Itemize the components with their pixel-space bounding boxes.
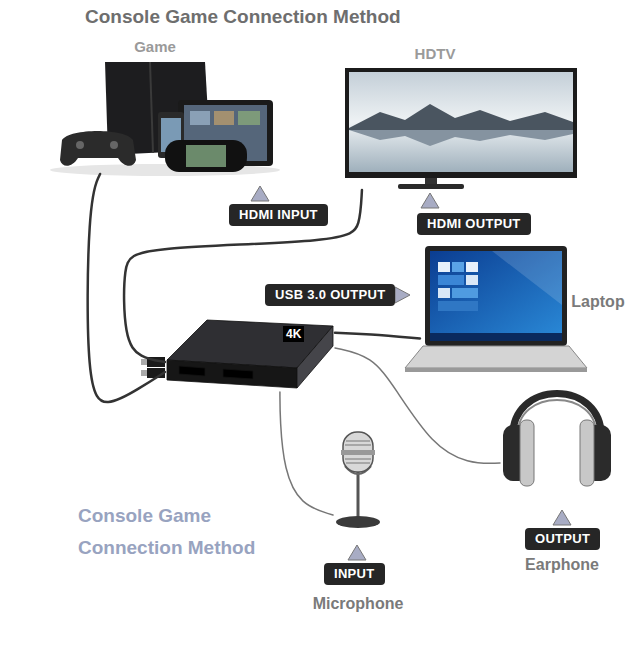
start-tile [466,262,478,272]
taskbar [430,333,562,341]
tablet-tile [238,111,260,125]
tag-pointer [395,287,410,303]
mic-stand [357,472,360,518]
hdtv-picture [345,68,577,189]
start-tile [438,275,464,285]
start-tile [452,262,464,272]
tv-bezel [345,68,577,178]
tablet-body [178,100,273,166]
tv-mountains [349,104,573,130]
card-front [167,360,297,388]
device-name: Laptop [571,293,624,311]
console-stripe [150,62,153,153]
port-tag: USB 3.0 OUTPUT [265,284,395,306]
mic-grill [345,445,371,446]
start-tile [438,262,450,272]
port-label: HDMI OUTPUT [427,216,521,232]
cable [280,392,333,515]
device-name: Game [134,38,176,56]
port-label: USB 3.0 OUTPUT [275,287,385,303]
microphone: Microphone [333,428,387,532]
microphone-picture [336,432,380,528]
laptop-edge [405,368,587,372]
laptop-display [430,251,562,341]
cable [335,333,420,339]
port-tag: INPUT [324,563,385,585]
game-devices: Game [55,58,285,174]
port-tag: HDMI OUTPUT [417,213,531,235]
tag-pointer [553,510,571,525]
side-caption: Console Game Connection Method [78,500,273,564]
device-badge: 4K [283,326,304,342]
start-tile [438,301,478,311]
device-name: Earphone [525,556,599,574]
port-label: HDMI INPUT [239,207,318,223]
laptop-base [405,346,587,368]
mic-base [336,516,380,528]
tv-base [398,184,464,189]
handheld-body [165,140,247,172]
capture-card: 4K [165,318,335,392]
hdmi-plug-tip [141,359,147,365]
mic-grill [346,463,370,464]
tag-pointer [348,545,366,560]
cable [335,348,500,463]
port-tag: HDMI INPUT [229,204,328,226]
ear-cup-ring [520,420,534,486]
device-name: Microphone [313,595,404,613]
gamepad [60,131,136,166]
gamepad-stick [110,141,118,149]
cable [88,174,165,402]
laptop-picture [405,246,587,372]
start-tile [466,275,478,285]
tv-screen [349,72,573,172]
laptop-lid [425,246,567,346]
hdmi-port [179,366,205,376]
tablet-tile [190,111,210,125]
earphone: Earphone [500,383,612,483]
tag-pointer [421,193,439,208]
port-label: INPUT [334,566,375,582]
tv-reflection [349,130,573,146]
capture-card-shape [165,318,335,392]
start-tile [452,288,478,298]
mic-grill [346,441,370,442]
light-beam [492,251,562,305]
ear-cup-ring [580,420,594,486]
tv-neck [425,178,437,184]
hdmi-port [223,369,253,379]
diagram-title: Console Game Connection Method [85,6,401,28]
earphone-picture [503,394,611,487]
hdtv: HDTV [345,68,577,190]
mic-ring [341,450,375,455]
game-devices-picture [50,62,280,176]
hdmi-plug-tip [141,370,147,376]
start-tile [438,288,450,298]
port-tag: OUTPUT [525,528,600,550]
gamepad-stick [76,141,84,149]
tablet-tile [214,111,234,125]
device-name: HDTV [415,45,456,63]
port-label: OUTPUT [535,531,590,547]
handheld-screen [186,145,226,167]
tag-pointer [251,186,269,201]
laptop: Laptop [420,245,585,373]
mic-grill [345,459,371,460]
